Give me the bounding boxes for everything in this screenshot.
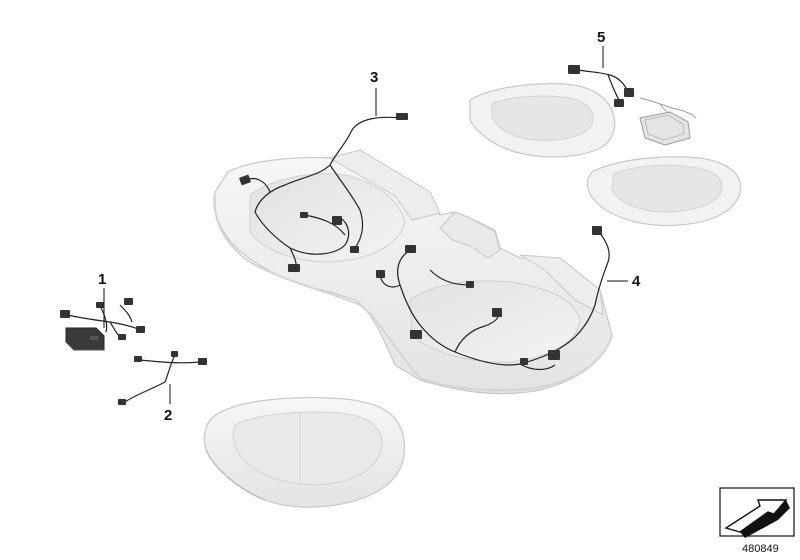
rear-seat-bench xyxy=(213,149,613,395)
connectors-3 xyxy=(239,113,408,272)
left-seat-recess xyxy=(249,173,406,263)
callout-5: 5 xyxy=(597,29,606,46)
pad-lower-right xyxy=(586,156,742,227)
callout-3: 3 xyxy=(370,69,379,86)
orientation-symbol xyxy=(719,487,795,538)
seat-cushion-bottom xyxy=(203,397,406,508)
connectors-5 xyxy=(568,65,634,107)
callout-2: 2 xyxy=(164,407,173,424)
left-rear-flap xyxy=(328,149,441,221)
wiring-harness-3 xyxy=(244,116,401,271)
right-rear-flap xyxy=(519,254,604,316)
heating-module-5 xyxy=(639,97,697,146)
connectors-1 xyxy=(60,298,145,340)
callout-4: 4 xyxy=(632,273,641,290)
leader-lines xyxy=(103,46,628,404)
connectors-2 xyxy=(118,351,207,405)
connectors-4 xyxy=(376,226,602,365)
wiring-harness-2 xyxy=(124,354,201,403)
control-module-1 xyxy=(65,327,105,351)
diagram-number: 480849 xyxy=(742,543,779,555)
bench-front-lip xyxy=(213,194,613,392)
middle-block xyxy=(439,211,501,259)
callout-1: 1 xyxy=(98,271,107,288)
pad-upper-left xyxy=(469,83,616,158)
